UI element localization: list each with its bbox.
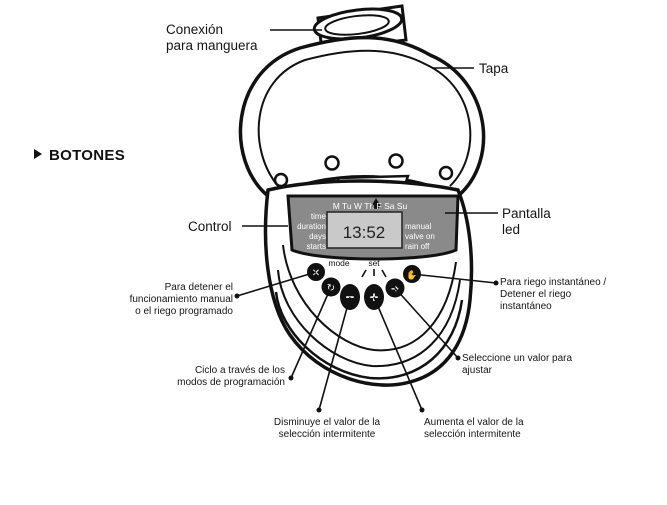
days-row: M Tu W Th F Sa Su: [333, 201, 408, 211]
callout-cycle: Ciclo a través de los modos de programac…: [177, 365, 285, 388]
leader-dots: [234, 280, 499, 413]
mode-duration: duration: [297, 222, 326, 231]
mode-manual: manual: [405, 222, 431, 231]
triangle-icon: [34, 149, 42, 159]
heading-text: BOTONES: [49, 147, 126, 164]
leader-lines: [236, 29, 498, 411]
callout-decrease: Disminuye el valor de la selección inter…: [273, 417, 381, 440]
led-time: 13:52: [343, 223, 386, 242]
callout-display: Pantalla led: [502, 206, 551, 237]
callout-hose: Conexión para manguera: [166, 22, 258, 53]
callout-select: Seleccione un valor para ajustar: [462, 353, 573, 376]
mode-days: days: [309, 232, 326, 241]
callout-control: Control: [188, 219, 232, 234]
callout-stop: Para detener el funcionamiento manual o …: [129, 282, 233, 317]
stop-icon: ✕: [312, 268, 320, 279]
mode-starts: starts: [306, 242, 326, 251]
control-panel: M Tu W Th F Sa Su time duration days sta…: [286, 194, 460, 261]
mode-time: time: [311, 212, 327, 221]
arrow-right-icon: ➜: [391, 284, 399, 295]
led-screen: [326, 211, 403, 249]
mode-rain-off: rain off: [405, 242, 430, 251]
section-heading: BOTONES: [34, 147, 125, 164]
drop-icon: [372, 198, 380, 209]
mode-label: mode: [328, 258, 350, 268]
callout-increase: Aumenta el valor de la selección intermi…: [424, 417, 524, 440]
callout-instant: Para riego instantáneo / Detener el rieg…: [500, 277, 607, 312]
callout-lid: Tapa: [479, 61, 509, 76]
mode-valve-on: valve on: [405, 232, 435, 241]
set-marks: [361, 269, 387, 278]
set-label: set: [368, 258, 380, 268]
